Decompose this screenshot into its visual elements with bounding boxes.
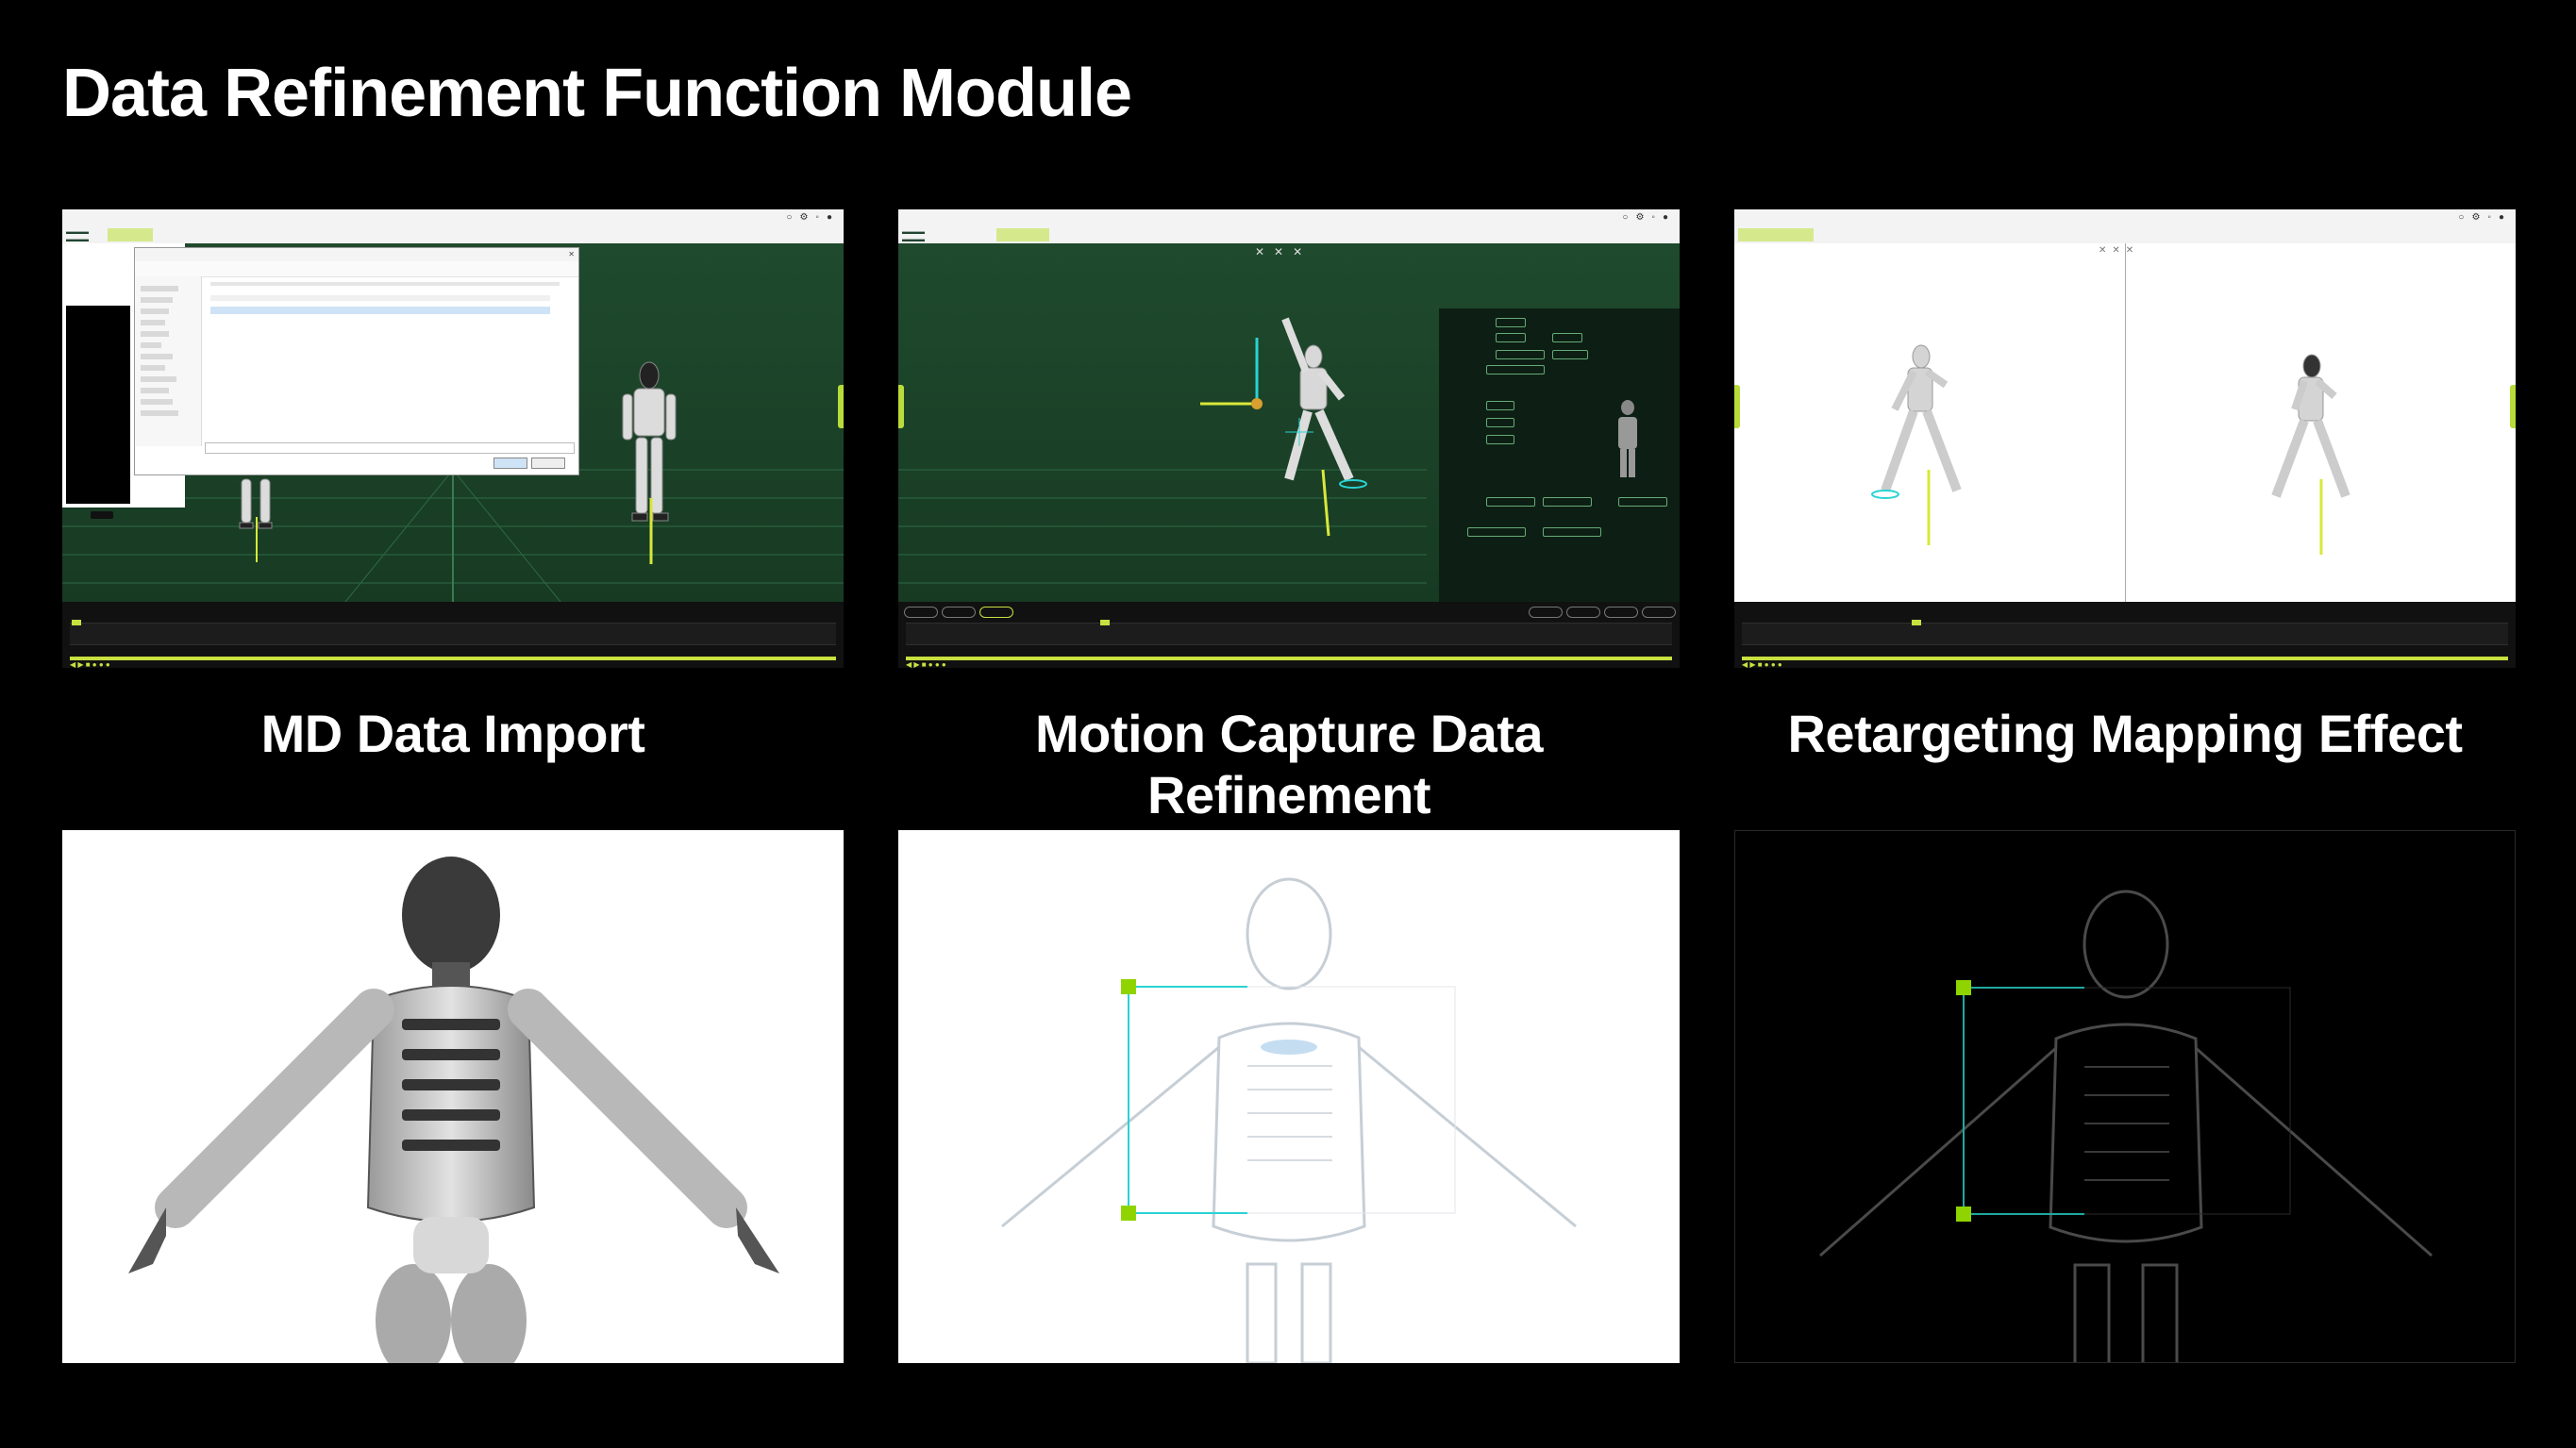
side-panel-handle-right[interactable]: [2510, 385, 2516, 428]
cancel-button[interactable]: [531, 458, 565, 469]
param-field[interactable]: [1486, 365, 1545, 374]
robot-solid-render: [62, 830, 844, 1363]
screenshot-retargeting: ○⚙◦● ▬▬▬▬▬▬ ✕✕✕: [1734, 209, 2516, 668]
robot-xray-render: [898, 830, 1680, 1363]
param-field[interactable]: [1486, 418, 1514, 427]
caption-mocap-refinement: Motion Capture Data Refinement: [1034, 704, 1544, 824]
timeline[interactable]: ◀ ▶ ■ ● ● ●: [898, 602, 1680, 668]
param-field[interactable]: [1543, 527, 1601, 537]
timeline[interactable]: ◀ ▶ ■ ● ● ●: [62, 602, 844, 668]
body-diagram-icon[interactable]: [1599, 398, 1656, 483]
tab-active[interactable]: [1738, 228, 1814, 241]
file-list-item[interactable]: [210, 295, 550, 301]
param-field[interactable]: [1552, 333, 1582, 342]
grid-floor: [898, 317, 1427, 584]
robot-wireframe-figure: [1819, 890, 2433, 1362]
playhead[interactable]: [1912, 620, 1921, 625]
filename-input[interactable]: [205, 442, 575, 454]
dual-figures: [1871, 344, 2350, 555]
param-field[interactable]: [1486, 497, 1535, 507]
tab-inactive[interactable]: [1825, 228, 1870, 241]
screenshot-md-data-import: ○⚙◦● ▬▬▬▬▬▬: [62, 209, 844, 668]
side-panel-handle[interactable]: [898, 385, 904, 428]
param-field[interactable]: [1552, 350, 1588, 359]
timeline-range-bar[interactable]: [1742, 657, 2508, 660]
open-button[interactable]: [493, 458, 527, 469]
dialog-folder-tree[interactable]: [135, 276, 202, 446]
tab-active[interactable]: [996, 228, 1049, 241]
preview-button[interactable]: [91, 511, 113, 519]
tab-inactive[interactable]: [166, 228, 211, 241]
title-bar: ○⚙◦●: [62, 209, 844, 226]
playhead[interactable]: [1100, 620, 1110, 625]
tab-active[interactable]: [108, 228, 153, 241]
param-field[interactable]: [1543, 497, 1592, 507]
3d-viewport[interactable]: ✕✕✕: [1734, 243, 2516, 602]
timeline[interactable]: ◀ ▶ ■ ● ● ●: [1734, 602, 2516, 668]
dialog-close-icon[interactable]: ✕: [568, 250, 575, 258]
timeline-buttons-left[interactable]: [904, 606, 1017, 618]
split-divider[interactable]: [2125, 243, 2126, 602]
tab-bar: ▬▬▬▬▬▬: [1734, 226, 2516, 244]
playback-controls-icon[interactable]: ◀ ▶ ■ ● ● ●: [1742, 660, 1782, 668]
file-list-header: [210, 282, 560, 286]
side-panel-handle[interactable]: [1734, 385, 1740, 428]
timeline-track[interactable]: [70, 620, 836, 645]
param-field[interactable]: [1496, 333, 1526, 342]
preview-area: [66, 306, 130, 504]
dialog-titlebar: ✕: [135, 248, 578, 262]
timeline-track[interactable]: [906, 620, 1672, 645]
refinement-parameter-panel[interactable]: [1439, 308, 1680, 610]
param-field[interactable]: [1618, 497, 1667, 507]
robot-solid-figure: [128, 857, 779, 1363]
param-field[interactable]: [1467, 527, 1526, 537]
window-controls-icon[interactable]: ○⚙◦●: [786, 212, 840, 223]
playhead[interactable]: [72, 620, 81, 625]
side-panel-handle[interactable]: [838, 385, 844, 428]
app-logo: ▬▬▬▬▬▬: [66, 227, 89, 243]
app-logo: ▬▬▬▬▬▬: [902, 227, 925, 243]
file-dialog[interactable]: ✕: [134, 247, 579, 475]
timeline-track[interactable]: [1742, 620, 2508, 645]
dialog-toolbar: [135, 261, 578, 277]
window-controls-icon[interactable]: ○⚙◦●: [2458, 212, 2512, 223]
timeline-buttons-right[interactable]: [1529, 606, 1680, 618]
robot-wireframe-render: [1734, 830, 2516, 1363]
robot-xray-figure: [1001, 877, 1577, 1363]
file-list-item-selected[interactable]: [210, 307, 550, 314]
tab-inactive[interactable]: [917, 228, 962, 241]
caption-retargeting: Retargeting Mapping Effect: [1787, 704, 2463, 763]
page-title: Data Refinement Function Module: [62, 56, 1132, 131]
title-bar: ○⚙◦●: [1734, 209, 2516, 226]
playback-controls-icon[interactable]: ◀ ▶ ■ ● ● ●: [906, 660, 946, 668]
screenshot-mocap-refinement: ○⚙◦● ▬▬▬▬▬▬ ✕✕✕: [898, 209, 1680, 668]
param-field[interactable]: [1486, 435, 1514, 444]
title-bar: ○⚙◦●: [898, 209, 1680, 226]
tab-bar: ▬▬▬▬▬▬: [898, 226, 1680, 244]
timeline-range-bar[interactable]: [906, 657, 1672, 660]
playback-controls-icon[interactable]: ◀ ▶ ■ ● ● ●: [70, 660, 110, 668]
tab-bar: ▬▬▬▬▬▬: [62, 226, 844, 244]
window-controls-icon[interactable]: ○⚙◦●: [1622, 212, 1676, 223]
timeline-range-bar[interactable]: [70, 657, 836, 660]
param-field[interactable]: [1496, 350, 1545, 359]
param-field[interactable]: [1486, 401, 1514, 410]
view-axis-icons[interactable]: ✕✕✕: [2099, 245, 2140, 256]
param-field[interactable]: [1496, 318, 1526, 327]
view-axis-icons[interactable]: ✕✕✕: [1255, 245, 1313, 258]
caption-md-data-import: MD Data Import: [260, 704, 645, 763]
